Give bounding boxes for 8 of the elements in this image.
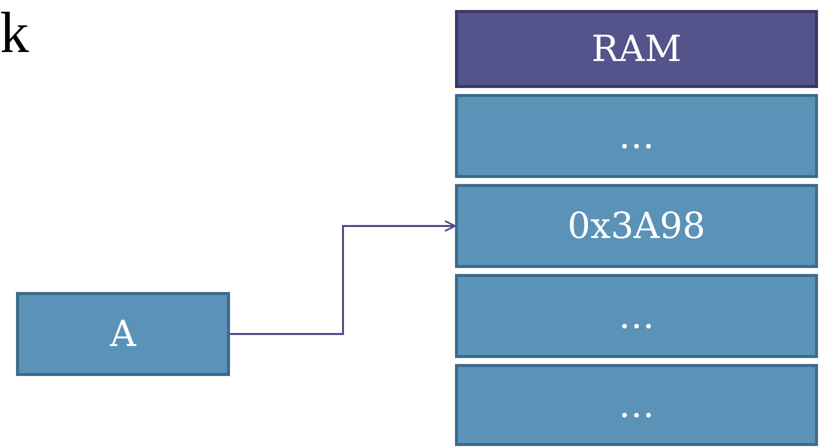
memory-cell: … — [455, 364, 818, 446]
arrow — [230, 220, 456, 335]
heading-text: k — [0, 4, 29, 62]
memory-cell: 0x3A98 — [455, 184, 818, 268]
memory-cell: … — [455, 274, 818, 358]
memory-cell: A — [16, 292, 230, 376]
memory-cell: … — [455, 94, 818, 178]
header-box: RAM — [455, 10, 818, 88]
